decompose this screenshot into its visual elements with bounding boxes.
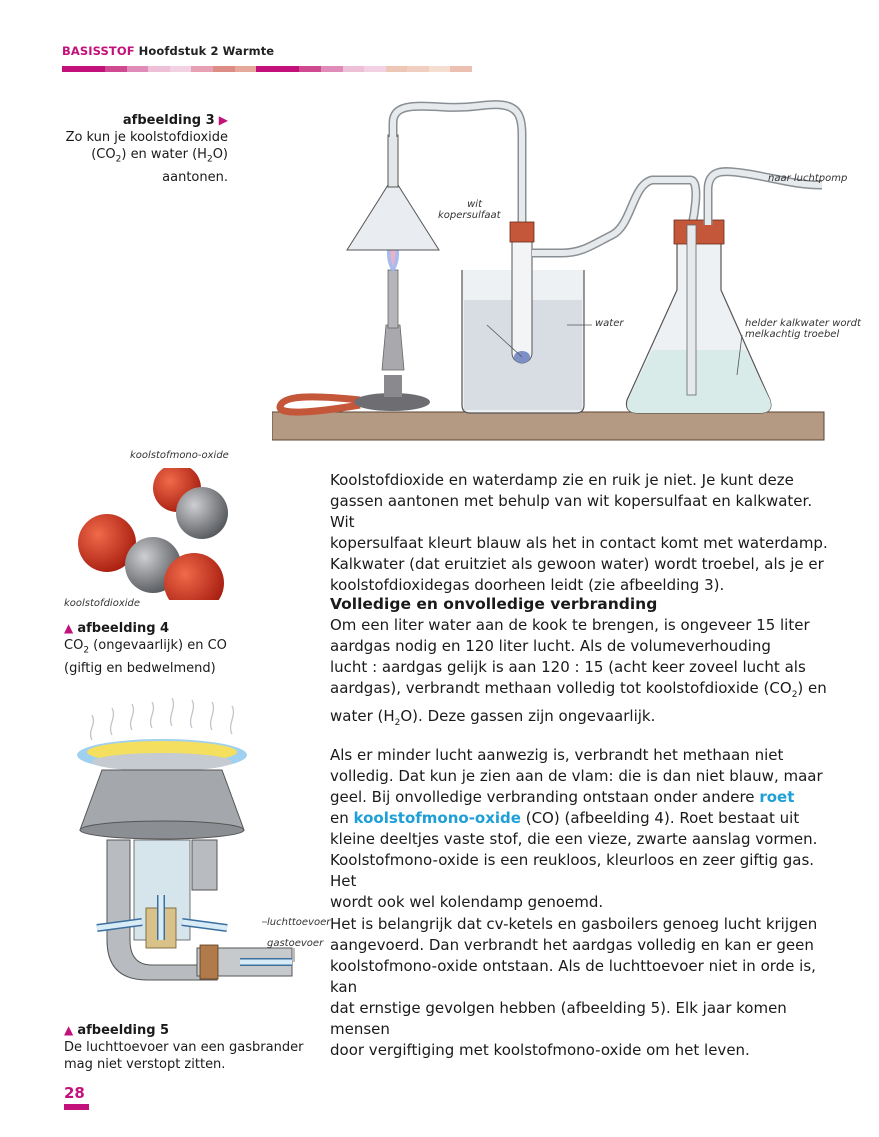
fig3-caption-line1: Zo kun je koolstofdioxide	[65, 130, 228, 145]
text-line: Kalkwater (dat eruitziet als gewoon wate…	[330, 555, 824, 573]
label-koolstofmono-oxide: koolstofmono-oxide	[130, 450, 229, 461]
text-line: gassen aantonen met behulp van wit koper…	[330, 492, 813, 531]
stripe-segment	[213, 66, 235, 72]
paragraph-intro: Koolstofdioxide en waterdamp zie en ruik…	[330, 470, 830, 596]
text-line: koolstofdioxidegas doorheen leidt (zie a…	[330, 576, 725, 594]
text-line: en koolstofmono-oxide (CO) (afbeelding 4…	[330, 809, 800, 827]
page-number: 28	[64, 1084, 85, 1102]
text-line: water (H2O). Deze gassen zijn ongevaarli…	[330, 707, 656, 728]
label-luchttoevoer: luchttoevoer	[267, 917, 331, 928]
stripe-segment	[169, 66, 192, 72]
stripe-segment	[320, 66, 343, 72]
text-line: koolstofmono-oxide ontstaan. Als de luch…	[330, 957, 816, 996]
fig3-caption-line3: aantonen.	[162, 169, 228, 185]
text-line: door vergiftiging met koolstofmono-oxide…	[330, 1041, 750, 1059]
carbon-atom	[176, 487, 228, 539]
stripe-segment	[148, 66, 170, 72]
gas-hose	[276, 393, 361, 416]
text-line: aardgas), verbrandt methaan volledig tot…	[330, 679, 827, 700]
section-heading: Volledige en onvolledige verbranding	[330, 595, 658, 613]
section-label: BASISSTOF	[62, 44, 135, 58]
text-line: volledig. Dat kun je zien aan de vlam: d…	[330, 767, 823, 785]
fig3-caption-line2: (CO2) en water (H2O)	[91, 147, 228, 165]
section-verbranding: Volledige en onvolledige verbranding Om …	[330, 594, 830, 734]
table-top	[272, 411, 825, 441]
label-water: water	[595, 318, 624, 329]
triangle-right-icon: ▶	[218, 113, 228, 127]
label-koolstofdioxide: koolstofdioxide	[64, 598, 141, 609]
text-line: Als er minder lucht aanwezig is, verbran…	[330, 746, 784, 764]
burner-base	[354, 393, 430, 411]
test-tube	[511, 224, 533, 364]
fig3-apparatus-illustration	[272, 100, 825, 441]
fig3-caption: afbeelding 3 ▶ Zo kun je koolstofdioxide…	[62, 112, 228, 186]
flask-stopper	[673, 219, 725, 245]
stripe-segment	[62, 66, 84, 72]
stripe-segment	[256, 66, 278, 72]
stripe-segment	[277, 66, 300, 72]
paragraph-cv-ketels: Het is belangrijk dat cv-ketels en gasbo…	[330, 914, 830, 1061]
fig5-caption: ▲ afbeelding 5 De luchttoevoer van een g…	[64, 1023, 304, 1072]
stripe-segment	[450, 66, 472, 72]
funnel	[346, 184, 440, 251]
fig5-caption-line1: De luchttoevoer van een gasbrander	[64, 1040, 304, 1055]
triangle-up-icon: ▲	[64, 621, 74, 635]
text-line: Om een liter water aan de kook te brenge…	[330, 616, 810, 634]
oxygen-atom	[78, 514, 136, 572]
oxygen-atom	[164, 553, 224, 600]
chapter-label: Hoofdstuk 2	[138, 44, 219, 58]
topic-label: Warmte	[222, 44, 275, 58]
text-line: kopersulfaat kleurt blauw als het in con…	[330, 534, 828, 552]
text-line: Het is belangrijk dat cv-ketels en gasbo…	[330, 915, 818, 933]
stripe-segment	[299, 66, 321, 72]
fig4-molecules-illustration	[78, 468, 228, 600]
page-number-bar	[64, 1104, 89, 1110]
stripe-segment	[364, 66, 386, 72]
stopper	[509, 221, 535, 243]
text-line: lucht : aardgas gelijk is aan 120 : 15 (…	[330, 658, 806, 676]
paragraph-onvolledig: Als er minder lucht aanwezig is, verbran…	[330, 745, 830, 913]
stripe-segment	[126, 66, 149, 72]
text-line: geel. Bij onvolledige verbranding ontsta…	[330, 788, 795, 806]
text-line: aangevoerd. Dan verbrandt het aardgas vo…	[330, 936, 814, 954]
stripe-segment	[83, 66, 106, 72]
stripe-segment	[342, 66, 365, 72]
fig4-caption: ▲ afbeelding 4 CO2 (ongevaarlijk) en CO …	[64, 620, 294, 677]
stripe-segment	[407, 66, 429, 72]
fig4-caption-line2: (giftig en bedwelmend)	[64, 660, 216, 676]
text-line: dat ernstige gevolgen hebben (afbeelding…	[330, 999, 787, 1038]
fig3-title: afbeelding 3	[122, 113, 215, 128]
fig5-gas-burner-illustration	[77, 697, 295, 981]
stripe-segment	[385, 66, 408, 72]
label-naar-luchtpomp: naar luchtpomp	[768, 173, 848, 184]
text-line: wordt ook wel kolendamp genoemd.	[330, 893, 604, 911]
header-color-stripe	[62, 66, 472, 72]
keyword-roet: roet	[759, 788, 795, 806]
keyword-koolstofmono-oxide: koolstofmono-oxide	[353, 809, 521, 827]
stripe-segment	[105, 66, 127, 72]
text-line: Koolstofdioxide en waterdamp zie en ruik…	[330, 471, 794, 489]
fig4-caption-line1: CO2 (ongevaarlijk) en CO	[64, 638, 227, 656]
text-line: Koolstofmono-oxide is een reukloos, kleu…	[330, 851, 815, 890]
stripe-segment	[191, 66, 214, 72]
stripe-segment	[234, 66, 257, 72]
stripe-segment	[428, 66, 451, 72]
triangle-up-icon: ▲	[64, 1023, 74, 1037]
text-line: kleine deeltjes vaste stof, die een viez…	[330, 830, 818, 848]
burner-tube	[387, 269, 399, 329]
text-line: aardgas nodig en 120 liter lucht. Als de…	[330, 637, 771, 655]
label-gastoevoer: gastoevoer	[267, 938, 324, 949]
fig5-caption-line2: mag niet verstopt zitten.	[64, 1057, 226, 1072]
